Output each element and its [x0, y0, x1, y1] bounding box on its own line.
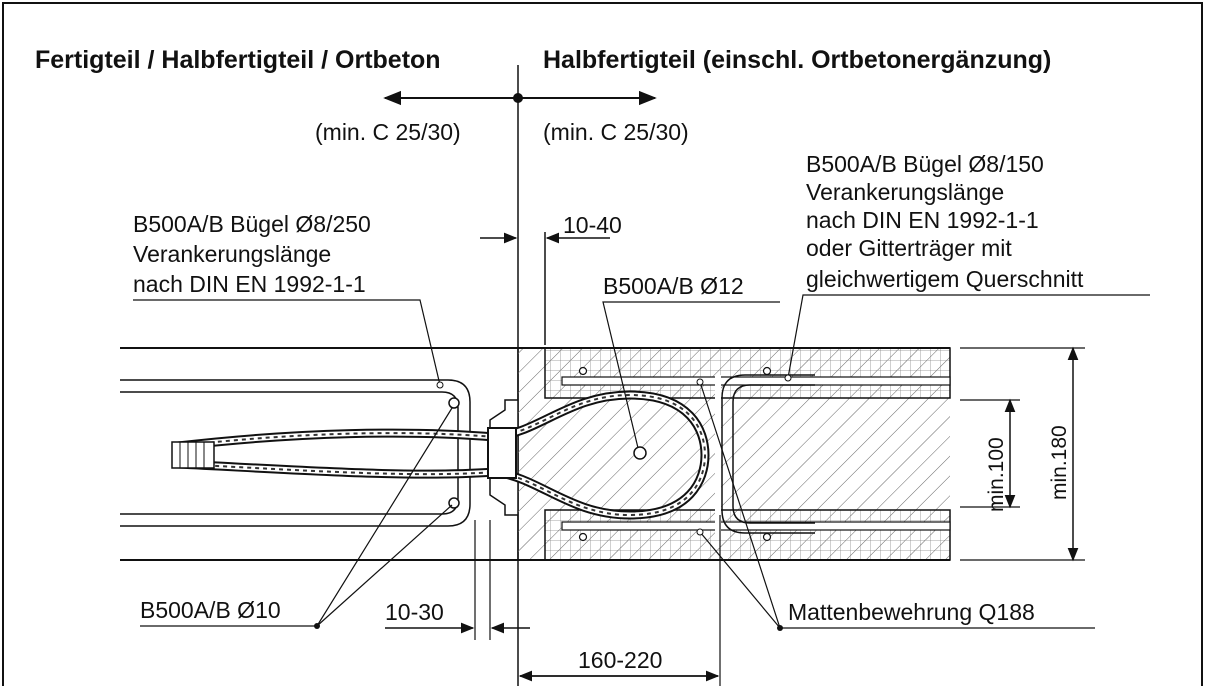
dim-min100: min.100: [960, 398, 1020, 512]
left-slab: [120, 347, 518, 561]
right-title: Halbfertigteil (einschl. Ortbetonergänzu…: [543, 46, 1051, 74]
callout-stirrup-right: B500A/B Bügel Ø8/150 Verankerungslänge n…: [784, 151, 1150, 382]
dim-160-220: 160-220: [518, 515, 721, 686]
svg-text:Verankerungslänge: Verankerungslänge: [133, 241, 331, 267]
dim-10-30: 10-30: [385, 520, 530, 640]
svg-text:160-220: 160-220: [578, 647, 662, 673]
right-concrete-class: (min. C 25/30): [543, 119, 689, 145]
callout-bar-12: B500A/B Ø12: [602, 273, 780, 449]
callout-stirrup-left: B500A/B Bügel Ø8/250 Verankerungslänge n…: [133, 211, 444, 389]
precast-bottom-layer: [544, 509, 951, 561]
svg-text:gleichwertigem Querschnitt: gleichwertigem Querschnitt: [806, 266, 1084, 292]
svg-text:Verankerungslänge: Verankerungslänge: [806, 179, 1004, 205]
svg-text:nach DIN EN 1992-1-1: nach DIN EN 1992-1-1: [133, 271, 366, 297]
svg-text:nach DIN EN 1992-1-1: nach DIN EN 1992-1-1: [806, 207, 1039, 233]
svg-text:10-30: 10-30: [385, 599, 444, 625]
svg-text:min.180: min.180: [1048, 425, 1071, 500]
left-concrete-class: (min. C 25/30): [315, 119, 461, 145]
wire-rope-loop: [171, 390, 710, 520]
svg-text:B500A/B Ø10: B500A/B Ø10: [140, 597, 281, 623]
svg-text:min.100: min.100: [985, 437, 1008, 512]
callout-mesh: Mattenbewehrung Q188: [696, 378, 1095, 631]
svg-text:Mattenbewehrung Q188: Mattenbewehrung Q188: [788, 599, 1035, 625]
svg-text:B500A/B Bügel Ø8/150: B500A/B Bügel Ø8/150: [806, 151, 1044, 177]
dim-10-40: 10-40: [480, 212, 622, 244]
svg-text:B500A/B Ø12: B500A/B Ø12: [603, 273, 744, 299]
right-stirrup: [721, 374, 815, 534]
svg-text:10-40: 10-40: [563, 212, 622, 238]
direction-arrows: [383, 90, 657, 106]
svg-text:B500A/B Bügel Ø8/250: B500A/B Bügel Ø8/250: [133, 211, 371, 237]
callout-bar-10: B500A/B Ø10: [140, 407, 453, 629]
svg-text:oder Gitterträger mit: oder Gitterträger mit: [806, 235, 1012, 261]
dim-min180: min.180: [960, 346, 1085, 562]
left-title: Fertigteil / Halbfertigteil / Ortbeton: [35, 46, 441, 74]
precast-top-layer: [544, 347, 951, 399]
